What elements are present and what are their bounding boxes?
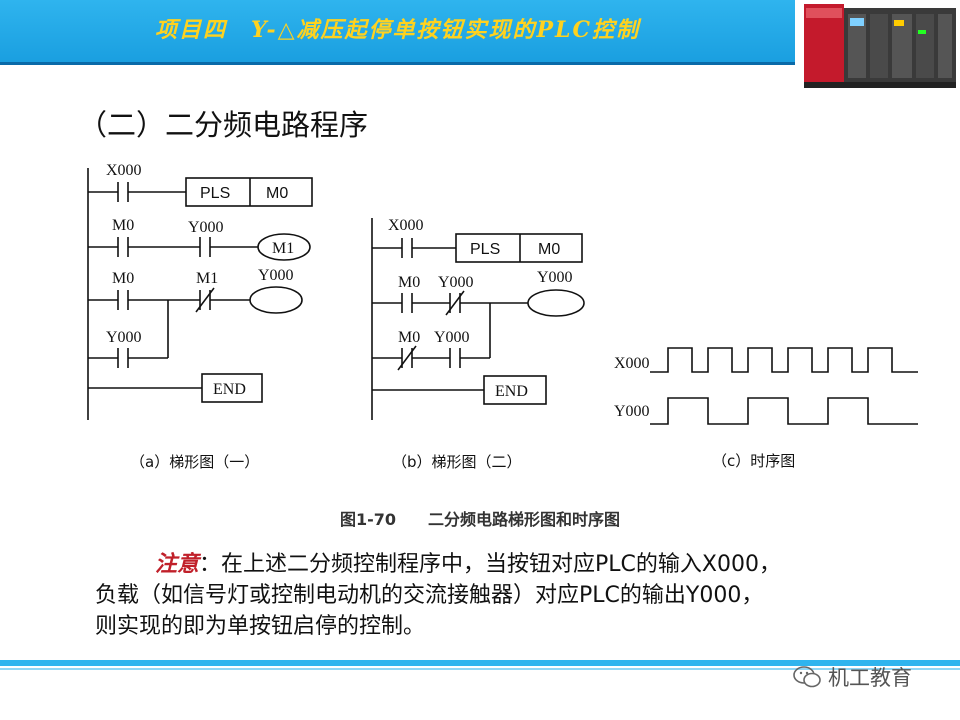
svg-text:END: END [495,383,528,400]
signal-label-x000: X000 [614,355,650,372]
rung-b2: M0 Y000 Y000 M0 Y000 [372,269,585,371]
contact-label: M0 [112,270,134,287]
plc-device-image [798,0,960,100]
contact-label: X000 [106,162,142,179]
note-line-2: 负载（如信号灯或控制电动机的交流接触器）对应PLC的输出Y000， [95,583,764,608]
contact-label: M1 [196,270,218,287]
note-line-3: 则实现的即为单按钮启停的控制。 [95,614,426,639]
contact-label: X000 [388,217,424,234]
timing-diagram: X000 Y000 [614,347,918,425]
watermark: 机工教育 [792,662,912,692]
footer-bar [0,660,960,666]
contact-label: M0 [398,329,420,346]
signal-label-y000: Y000 [614,403,650,420]
coil-label: Y000 [537,269,573,286]
watermark-text: 机工教育 [828,666,912,690]
note-paragraph: 注意：在上述二分频控制程序中，当按钮对应PLC的输入X000， 负载（如信号灯或… [95,549,935,642]
ladder-diagram-a: X000 PLS M0 M0 Y000 M1 [87,162,313,420]
footer-bar-accent [0,668,960,670]
end-instruction-a: END [88,373,263,403]
note-text-1: ：在上述二分频控制程序中，当按钮对应PLC的输入X000， [199,552,781,577]
operand-label: M0 [538,241,560,258]
rung-a3: M0 M1 Y000 Y000 [88,267,303,368]
caption-b: （b）梯形图（二） [392,453,522,471]
rung-a2: M0 Y000 M1 [88,217,311,261]
x000-waveform [650,347,918,373]
instruction-label: PLS [470,241,500,258]
contact-label: Y000 [438,274,474,291]
y000-waveform [650,397,918,425]
ladder-diagram-b: X000 PLS M0 M0 Y000 Y000 [371,217,585,420]
coil-label: Y000 [258,267,294,284]
contact-label: Y000 [188,219,224,236]
caption-c: （c）时序图 [712,452,795,470]
figure-caption: 图1-70 二分频电路梯形图和时序图 [339,510,621,529]
header-bar: 项目四 Y-△减压起停单按钮实现的PLC控制 [0,0,795,65]
section-title: （二）二分频电路程序 [78,108,369,142]
wechat-icon [793,666,821,688]
rung-a1: X000 PLS M0 [88,162,313,207]
svg-text:END: END [213,381,246,398]
end-instruction-b: END [372,375,547,405]
rung-b1: X000 PLS M0 [372,217,583,263]
contact-label: Y000 [106,329,142,346]
slide-title: 项目四 Y-△减压起停单按钮实现的PLC控制 [154,17,641,43]
caption-a: （a）梯形图（一） [130,453,259,471]
contact-label: M0 [112,217,134,234]
note-label: 注意 [155,551,200,577]
contact-label: Y000 [434,329,470,346]
contact-label: M0 [398,274,420,291]
note-line-1: 注意：在上述二分频控制程序中，当按钮对应PLC的输入X000， [95,549,935,580]
coil-label: M1 [272,240,294,257]
header: 项目四 Y-△减压起停单按钮实现的PLC控制 [0,0,960,100]
operand-label: M0 [266,185,288,202]
instruction-label: PLS [200,185,230,202]
